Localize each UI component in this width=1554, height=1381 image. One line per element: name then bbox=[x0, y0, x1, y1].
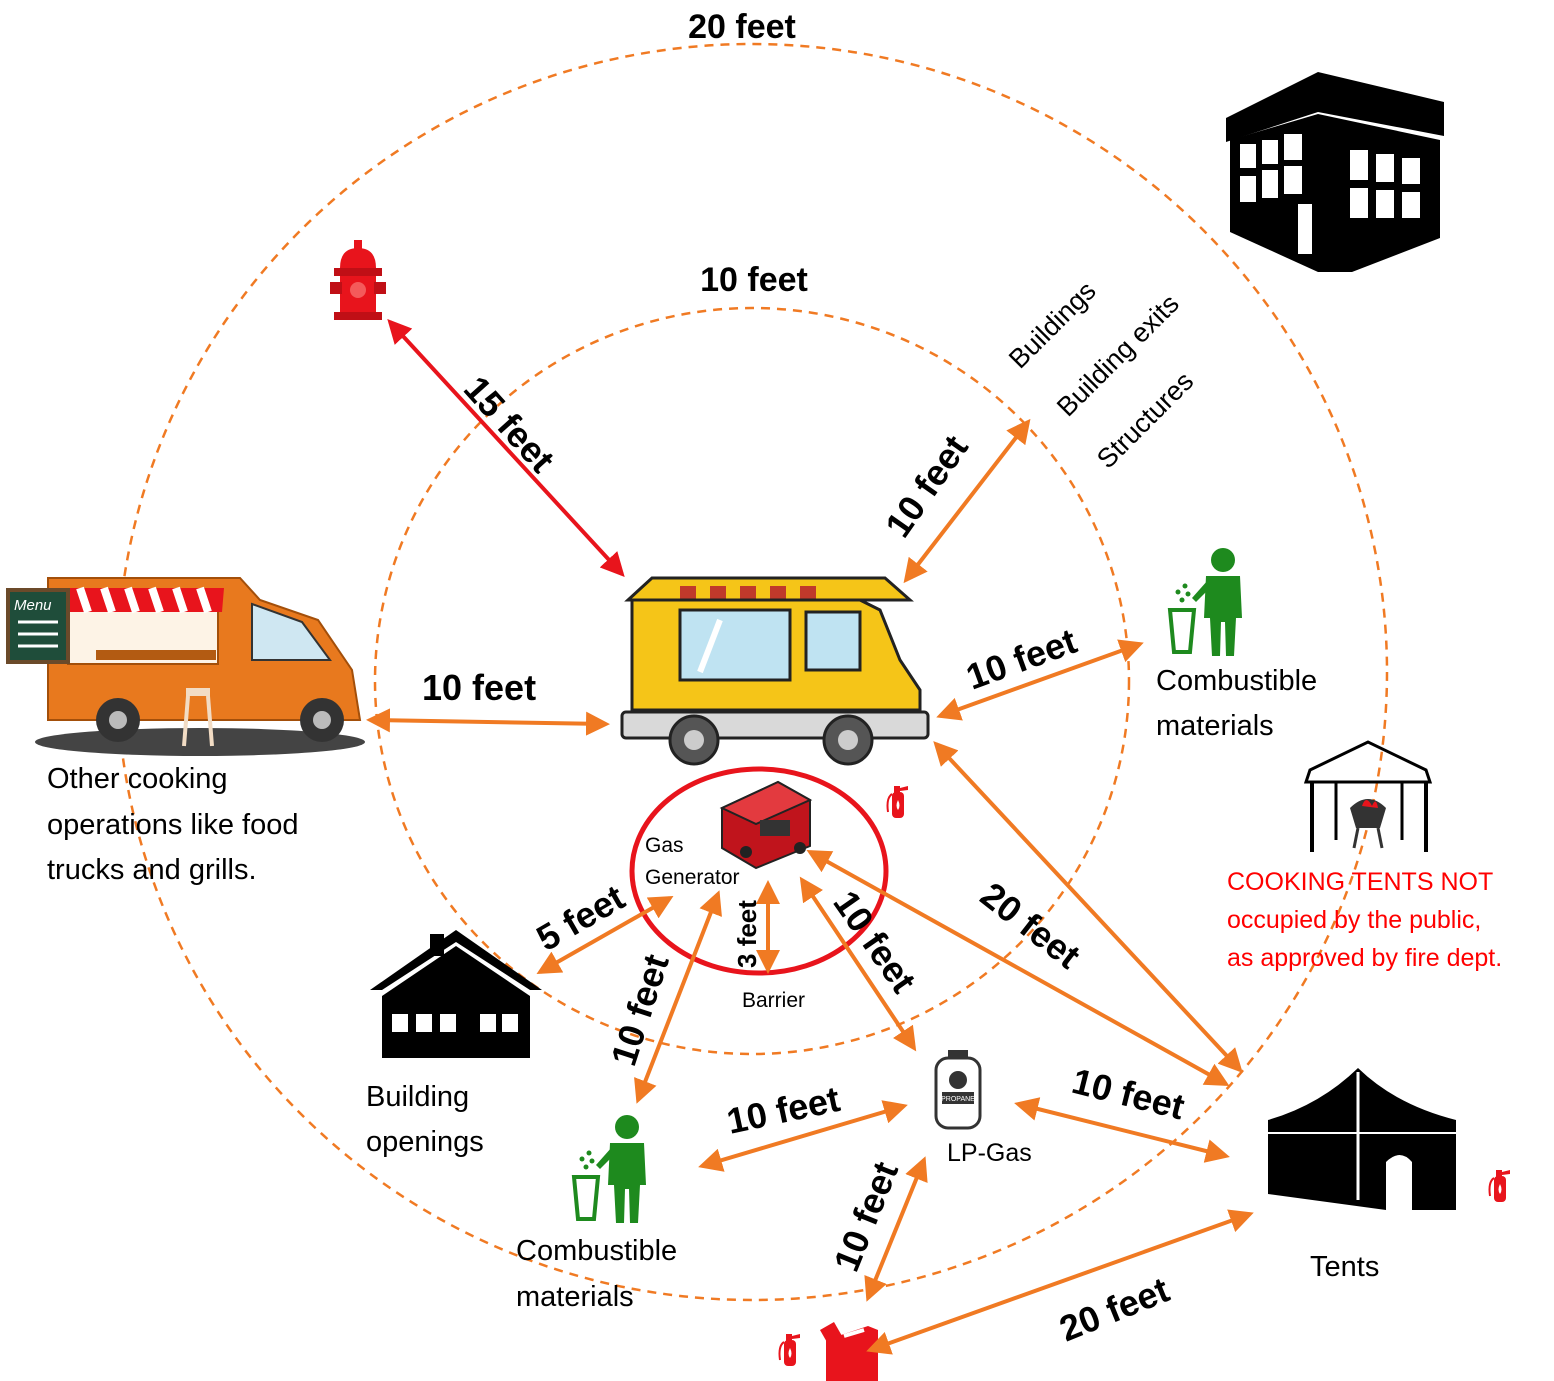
lp-gas-tank-icon: PROPANE bbox=[934, 1050, 982, 1130]
dist-food-truck: 10 feet bbox=[422, 667, 536, 708]
arrow-generator-combustible-10ft bbox=[634, 890, 722, 1104]
propane-tank-text: PROPANE bbox=[941, 1096, 975, 1103]
dist-barrier: 3 feet bbox=[732, 900, 762, 968]
other-cooking-label-2: operations like food bbox=[47, 809, 299, 841]
combustible-bottom-label-1: Combustible bbox=[516, 1235, 677, 1267]
cooking-tents-note-3: as approved by fire dept. bbox=[1227, 944, 1502, 972]
dist-hydrant: 15 feet bbox=[456, 368, 563, 480]
cooking-tents-note-2: occupied by the public, bbox=[1227, 906, 1481, 934]
arrow-buildings-10ft bbox=[903, 418, 1031, 584]
dist-lpgas-to-tents: 10 feet bbox=[1068, 1060, 1189, 1127]
cooking-tent-icon bbox=[1303, 740, 1433, 852]
fire-extinguisher-icon-fuel bbox=[778, 1333, 801, 1367]
menu-board-text: Menu bbox=[14, 597, 52, 614]
tent-icon bbox=[1268, 1068, 1456, 1210]
buildings-label: Buildings bbox=[1003, 276, 1102, 375]
other-cooking-label-1: Other cooking bbox=[47, 763, 228, 795]
arrow-lpgas-combustible-10ft bbox=[698, 1100, 908, 1172]
fuel-can-icon bbox=[820, 1322, 878, 1381]
building-openings-label-2: openings bbox=[366, 1126, 484, 1158]
fire-extinguisher-icon-generator bbox=[886, 785, 909, 819]
yellow-food-truck-icon bbox=[620, 576, 930, 766]
arrow-hydrant-15ft bbox=[387, 319, 625, 577]
combustible-bottom-label-2: materials bbox=[516, 1281, 634, 1313]
combustible-right-label-1: Combustible bbox=[1156, 665, 1317, 697]
gas-generator-label-2: Generator bbox=[645, 866, 740, 889]
arrow-combustible-right-10ft bbox=[936, 639, 1144, 721]
dist-building-openings: 5 feet bbox=[530, 876, 632, 959]
arrow-foodtruck-10ft bbox=[366, 708, 610, 736]
fire-hydrant-icon bbox=[330, 240, 386, 320]
combustible-right-label-2: materials bbox=[1156, 710, 1274, 742]
gas-generator-icon bbox=[719, 780, 813, 870]
gas-generator-label-1: Gas bbox=[645, 834, 684, 857]
outer-20ft-ring bbox=[115, 42, 1389, 1302]
arrow-lpgas-tents-10ft bbox=[1014, 1097, 1230, 1163]
cooking-tents-note-1: COOKING TENTS NOT bbox=[1227, 868, 1493, 896]
building-openings-label-1: Building bbox=[366, 1081, 469, 1113]
dist-lpgas-from-generator: 10 feet bbox=[825, 883, 924, 1000]
trash-person-icon-bottom bbox=[572, 1113, 648, 1225]
fire-extinguisher-icon-tents bbox=[1488, 1169, 1511, 1203]
grill-icon bbox=[1350, 799, 1386, 849]
inner-ring-label: 10 feet bbox=[700, 261, 808, 299]
arrow-fuel-tents-20ft bbox=[866, 1209, 1254, 1355]
office-building-icon bbox=[1226, 72, 1444, 272]
dist-lpgas-to-combustible: 10 feet bbox=[723, 1078, 843, 1142]
dist-buildings: 10 feet bbox=[877, 428, 976, 545]
trash-person-icon-right bbox=[1168, 546, 1244, 658]
barrier-label: Barrier bbox=[742, 989, 805, 1012]
dist-combustible-bottom: 10 feet bbox=[603, 949, 677, 1070]
orange-food-van-icon bbox=[35, 577, 365, 756]
lp-gas-label: LP-Gas bbox=[947, 1139, 1032, 1167]
house-icon bbox=[370, 930, 542, 1058]
tents-label: Tents bbox=[1310, 1251, 1379, 1283]
menu-board-icon: Menu bbox=[6, 588, 70, 664]
other-cooking-label-3: trucks and grills. bbox=[47, 854, 257, 886]
dist-lpgas-to-fuel: 10 feet bbox=[825, 1156, 906, 1277]
arrow-generator-lpgas-10ft bbox=[799, 876, 917, 1052]
outer-ring-label: 20 feet bbox=[688, 8, 796, 46]
dist-fuel-to-tents: 20 feet bbox=[1054, 1269, 1175, 1350]
